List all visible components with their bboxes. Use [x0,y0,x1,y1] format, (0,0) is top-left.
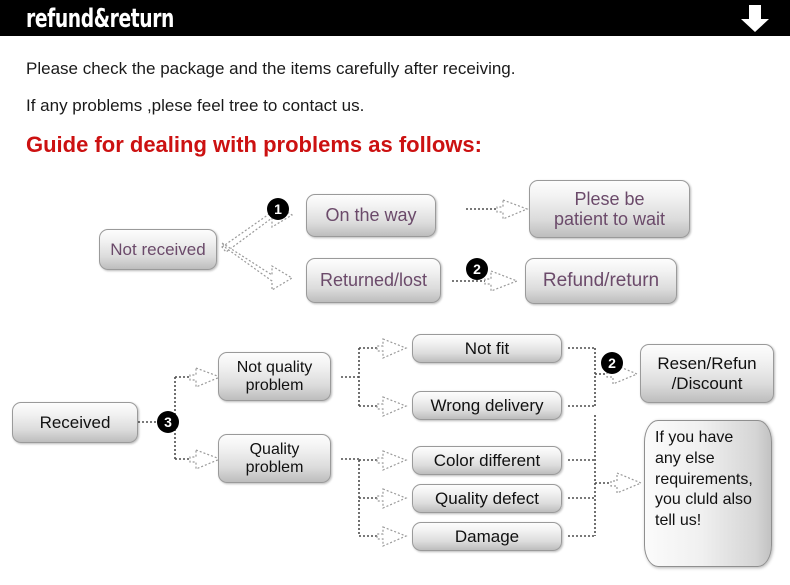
node-not-quality-problem[interactable]: Not quality problem [218,352,331,401]
guide-heading: Guide for dealing with problems as follo… [26,132,482,157]
resend-line-1: Resen/Refun [657,354,757,374]
page-title: refund&return [26,4,174,34]
resend-line-2: /Discount [671,373,743,393]
note-line-2: any else [655,449,715,467]
node-issue-color-different[interactable]: Color different [412,446,562,475]
badge-2-top: 2 [466,258,488,280]
page-header: refund&return [0,0,790,36]
node-issue-not-fit[interactable]: Not fit [412,334,562,363]
note-line-5: tell us! [655,512,702,530]
merge-to-note-box [568,415,643,537]
badge-3: 3 [157,411,179,433]
intro-line-1: Please check the package and the items c… [26,59,516,78]
note-line-4: you cluld also [655,491,752,509]
intro-line-2: If any problems ,plese feel tree to cont… [26,96,365,115]
bracket-quality-split [341,450,408,547]
node-plese-be-patient[interactable]: Plese be patient to wait [529,180,690,238]
node-on-the-way[interactable]: On the way [306,194,436,237]
node-resend-refund-discount[interactable]: Resen/Refun /Discount [640,344,774,403]
note-line-3: requirements, [655,470,753,488]
quality-line-1: Quality [249,440,300,458]
arrow-on-the-way-to-patient [466,199,529,220]
node-issue-quality-defect[interactable]: Quality defect [412,484,562,513]
node-not-received[interactable]: Not received [99,229,217,270]
down-arrow-icon [741,5,769,32]
node-refund-return[interactable]: Refund/return [525,258,677,304]
node-contact-note[interactable]: If you have any else requirements, you c… [644,420,772,567]
not-quality-line-1: Not quality [236,358,313,376]
arrow-not-received-to-returned-lost [221,242,294,292]
patient-line-1: Plese be [574,188,645,209]
node-issue-wrong-delivery[interactable]: Wrong delivery [412,391,562,420]
bracket-received-split [138,367,222,470]
note-line-1: If you have [655,429,734,446]
node-issue-damage[interactable]: Damage [412,522,562,551]
node-quality-problem[interactable]: Quality problem [218,434,331,483]
not-quality-line-2: problem [245,376,304,394]
node-returned-lost[interactable]: Returned/lost [306,258,441,303]
badge-1: 1 [267,198,289,220]
quality-line-2: problem [245,458,304,476]
node-received[interactable]: Received [12,402,138,443]
bracket-not-quality-split [341,338,408,417]
patient-line-2: patient to wait [553,209,666,229]
badge-2-bottom: 2 [601,352,623,374]
